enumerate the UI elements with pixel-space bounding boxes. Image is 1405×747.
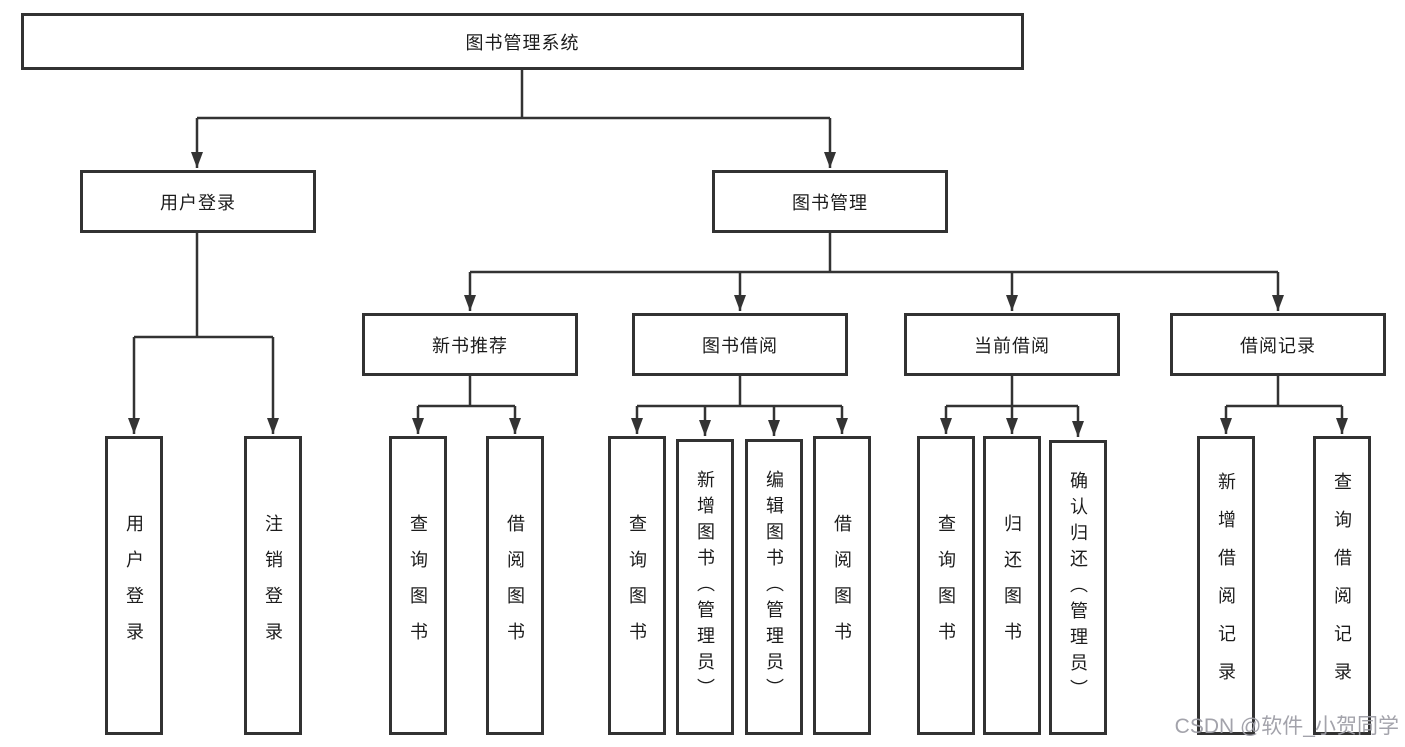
node-query-books: 查询图书 <box>389 436 447 735</box>
csdn-watermark: CSDN @软件_小贺同学 <box>1174 715 1399 738</box>
node-label: 借阅记录 <box>1240 335 1316 356</box>
node-label: 当前借阅 <box>974 335 1050 356</box>
node-book-management: 图书管理 <box>712 170 948 233</box>
node-user-login: 用户登录 <box>80 170 316 233</box>
node-label: 归还图书 <box>1002 513 1022 658</box>
node-book-borrowing: 图书借阅 <box>632 313 848 376</box>
node-user-login-action: 用户登录 <box>105 436 163 735</box>
node-edit-book-admin: 编辑图书（管理员） <box>745 439 803 735</box>
node-label: 图书借阅 <box>702 335 778 356</box>
node-label: 编辑图书（管理员） <box>764 470 784 704</box>
node-library-management-system: 图书管理系统 <box>21 13 1024 70</box>
node-label: 注销登录 <box>263 513 283 658</box>
node-add-borrow-record: 新增借阅记录 <box>1197 436 1255 735</box>
node-label: 图书管理系统 <box>465 32 580 53</box>
node-query-borrow-record: 查询借阅记录 <box>1313 436 1371 735</box>
node-borrow-books: 借阅图书 <box>813 436 871 735</box>
node-label: 借阅图书 <box>505 513 525 658</box>
node-borrow-books: 借阅图书 <box>486 436 544 735</box>
node-label: 确认归还（管理员） <box>1068 470 1088 705</box>
node-add-book-admin: 新增图书（管理员） <box>676 439 734 735</box>
node-borrowing-records: 借阅记录 <box>1170 313 1386 376</box>
node-label: 借阅图书 <box>832 513 852 658</box>
node-label: 新书推荐 <box>432 335 508 356</box>
node-label: 用户登录 <box>160 192 236 213</box>
node-label: 查询借阅记录 <box>1332 471 1352 700</box>
node-confirm-return-admin: 确认归还（管理员） <box>1049 440 1107 735</box>
node-label: 用户登录 <box>124 513 144 658</box>
node-logout: 注销登录 <box>244 436 302 735</box>
node-current-borrowing: 当前借阅 <box>904 313 1120 376</box>
node-label: 图书管理 <box>792 192 868 213</box>
node-return-books: 归还图书 <box>983 436 1041 735</box>
node-query-books: 查询图书 <box>917 436 975 735</box>
node-new-book-recommendation: 新书推荐 <box>362 313 578 376</box>
node-query-books: 查询图书 <box>608 436 666 735</box>
node-label: 查询图书 <box>936 513 956 658</box>
node-label: 新增图书（管理员） <box>695 470 715 704</box>
node-label: 查询图书 <box>627 513 647 658</box>
node-label: 新增借阅记录 <box>1216 471 1236 700</box>
node-label: 查询图书 <box>408 513 428 658</box>
